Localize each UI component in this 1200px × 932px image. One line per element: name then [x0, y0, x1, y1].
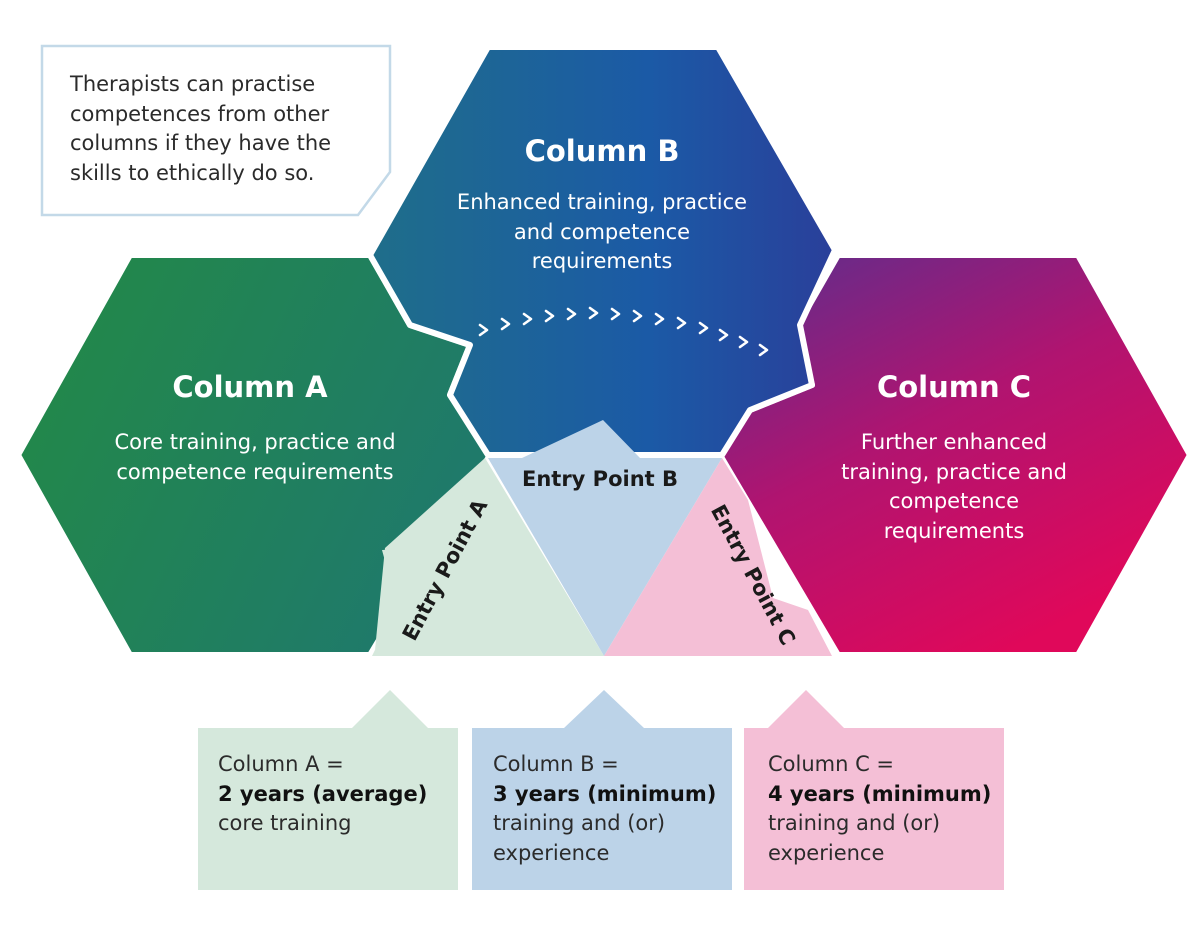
- column-b-title: Column B: [524, 134, 680, 168]
- chevron-right-icon: [588, 306, 599, 320]
- box-c-duration: 4 years (minimum): [768, 781, 992, 806]
- box-a-shape: [198, 690, 458, 890]
- chevron-right-icon: [544, 309, 555, 323]
- note-box: [40, 44, 392, 217]
- box-b-detail: training and (or) experience: [493, 811, 666, 865]
- entry-point-b-label: Entry Point B: [521, 467, 678, 491]
- box-b-text: Column B = 3 years (minimum) training an…: [493, 750, 723, 868]
- column-b-description: Enhanced training, practice and competen…: [456, 190, 748, 273]
- box-b-duration: 3 years (minimum): [493, 781, 717, 806]
- progression-arrows: [478, 306, 769, 357]
- box-c-line1: Column C =: [768, 752, 895, 776]
- box-a-line1: Column A =: [218, 752, 344, 776]
- note-text: Therapists can practise competences from…: [70, 72, 332, 185]
- box-a-duration: 2 years (average): [218, 781, 428, 806]
- column-b-hexagon: [367, 44, 838, 458]
- chevron-right-icon: [738, 335, 749, 349]
- chevron-right-icon: [566, 307, 577, 321]
- chevron-right-icon: [758, 343, 769, 357]
- box-c-text: Column C = 4 years (minimum) training an…: [768, 750, 998, 868]
- entry-point-b-shape: [488, 420, 722, 656]
- chevron-right-icon: [522, 312, 533, 326]
- chevron-right-icon: [676, 316, 687, 330]
- column-c-title: Column C: [876, 370, 1032, 404]
- chevron-right-icon: [632, 309, 643, 323]
- chevron-right-icon: [718, 328, 729, 342]
- chevron-right-icon: [698, 321, 709, 335]
- box-c-shape: [744, 690, 1004, 890]
- entry-point-c-shape: [604, 458, 832, 656]
- entry-point-a-shape: [372, 458, 604, 656]
- column-c-description: Further enhanced training, practice and …: [841, 430, 1067, 543]
- box-b-line1: Column B =: [493, 752, 619, 776]
- box-a-detail: core training: [218, 811, 352, 835]
- box-b-shape: [472, 690, 732, 890]
- chevron-right-icon: [500, 317, 511, 331]
- chevron-right-icon: [654, 312, 665, 326]
- box-a-text: Column A = 2 years (average) core traini…: [218, 750, 448, 839]
- box-c-detail: training and (or) experience: [768, 811, 941, 865]
- chevron-right-icon: [478, 323, 489, 337]
- chevron-right-icon: [610, 307, 621, 321]
- column-a-description: Core training, practice and competence r…: [114, 430, 396, 484]
- column-a-title: Column A: [172, 370, 328, 404]
